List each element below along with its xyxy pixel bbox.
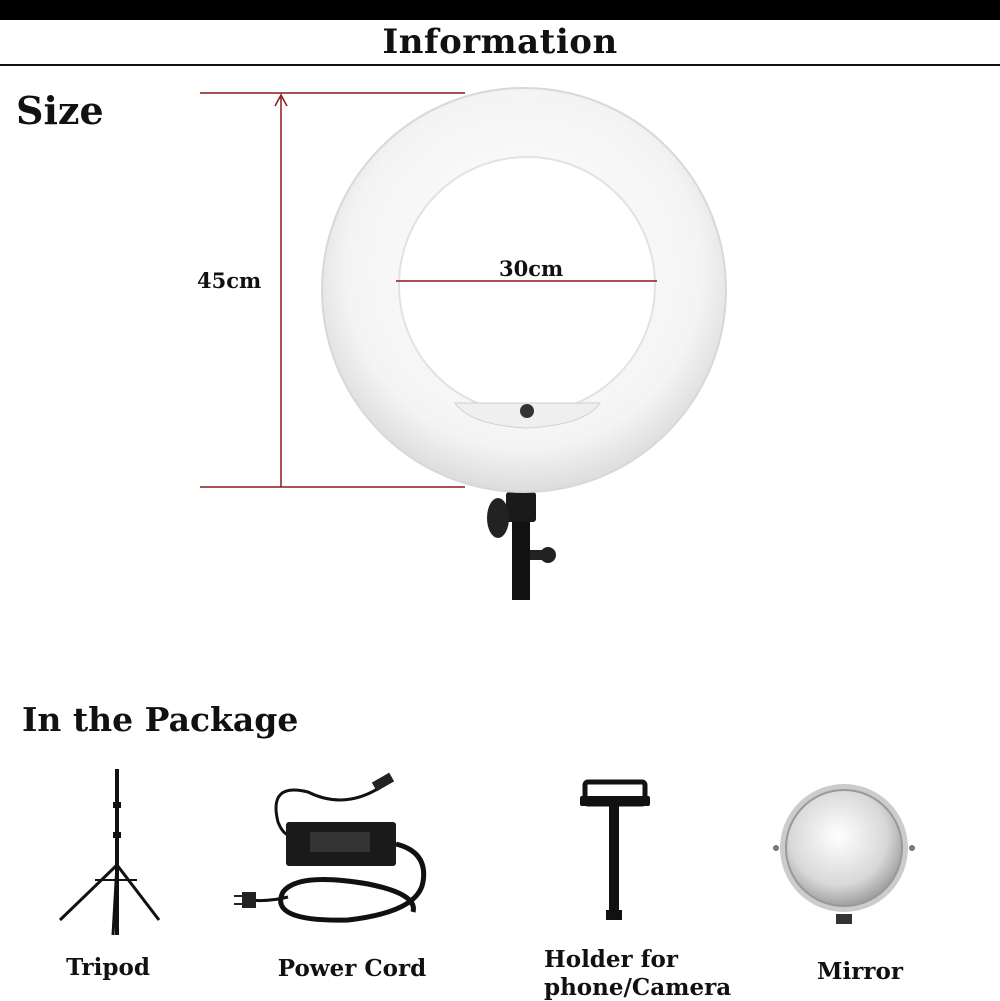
- header-divider: [0, 64, 1000, 66]
- diameter-dimension-label: 30cm: [499, 256, 564, 281]
- dimension-lines: [200, 92, 657, 488]
- phone-holder-label: Holder for phone/Camera: [532, 946, 732, 1001]
- phone-holder-icon: [580, 779, 650, 920]
- mirror-icon: [773, 784, 915, 924]
- phone-holder-label-line2: phone/Camera: [544, 973, 732, 1001]
- tripod-label: Tripod: [66, 954, 150, 981]
- height-dimension-label: 45cm: [197, 268, 262, 293]
- top-black-bar: [0, 0, 1000, 20]
- height-arrow-head: [274, 93, 288, 107]
- package-heading: In the Package: [22, 700, 299, 739]
- power-cord-icon: [234, 772, 427, 923]
- phone-holder-label-line1: Holder for: [544, 946, 679, 973]
- tripod-icon: [58, 769, 161, 936]
- mirror-label: Mirror: [817, 958, 903, 985]
- size-heading: Size: [16, 88, 104, 133]
- power-cord-label: Power Cord: [277, 955, 427, 982]
- ring-light-image: [321, 87, 727, 600]
- page-title: Information: [382, 22, 618, 62]
